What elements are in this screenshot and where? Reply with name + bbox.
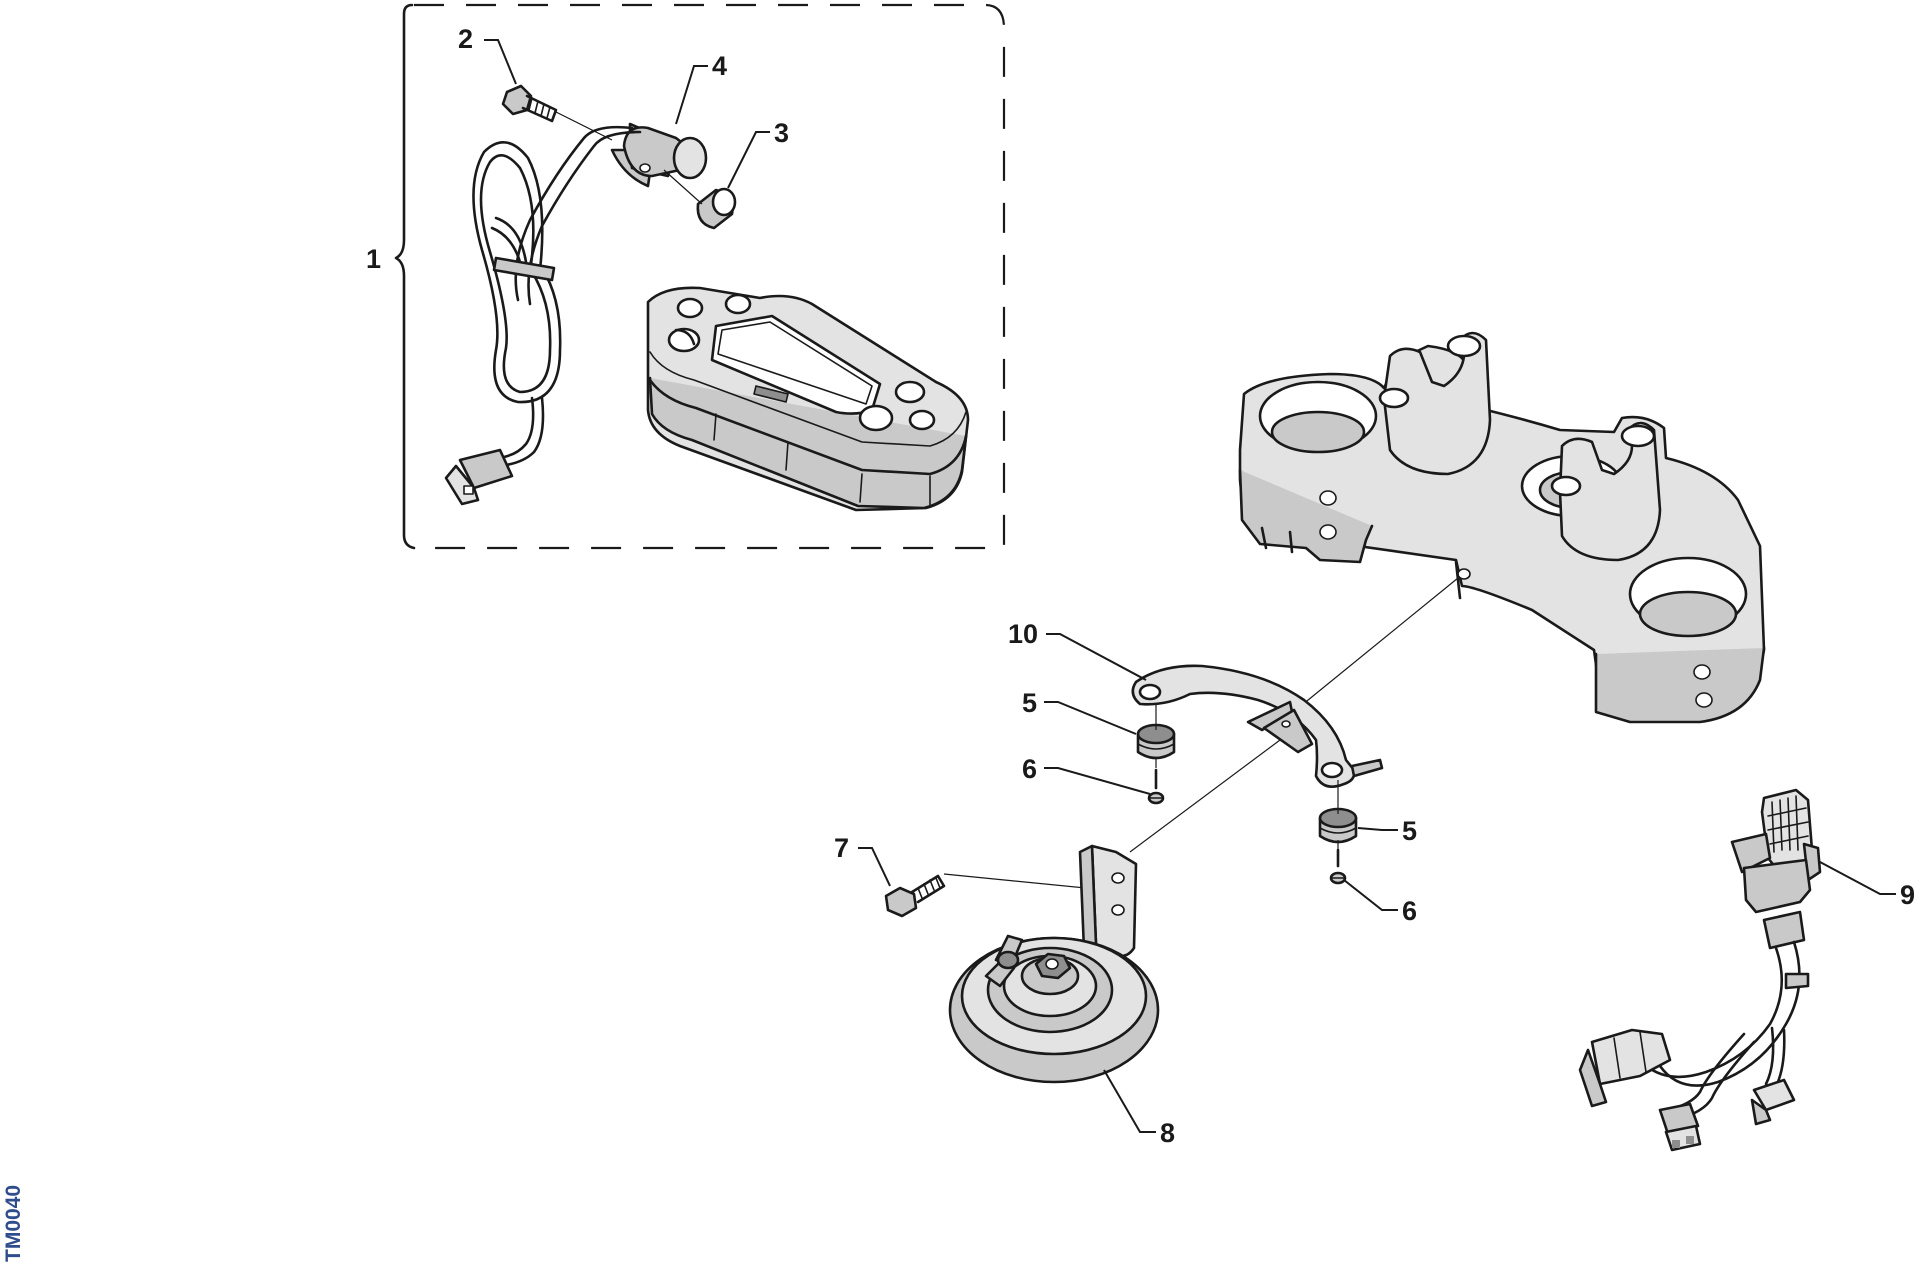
kit-brace [394, 3, 416, 550]
callout-6-left: 6 [1022, 754, 1037, 784]
part-2-screw [501, 84, 558, 123]
callout-leaders [484, 39, 1896, 1133]
part-3-spacer [696, 187, 737, 230]
part-9-wiring-harness [1578, 788, 1822, 1152]
top-yoke [1238, 331, 1766, 724]
kit-1-cable-loop [444, 141, 562, 506]
instrument-cluster [646, 286, 970, 512]
part-6-screw-right [1329, 848, 1347, 885]
callout-4: 4 [712, 51, 727, 81]
kit-1-group [394, 3, 1006, 550]
callout-8: 8 [1160, 1118, 1175, 1148]
part-5-grommet-right [1318, 807, 1358, 844]
callout-labels: 1 2 4 3 10 5 6 5 6 7 8 9 [366, 24, 1915, 1148]
part-5-grommet-left [1136, 723, 1176, 760]
callout-2: 2 [458, 24, 473, 54]
drawing-code: TM0040 [2, 1185, 25, 1262]
callout-5-right: 5 [1402, 816, 1417, 846]
part-8-horn [948, 844, 1160, 1084]
callout-6-right: 6 [1402, 896, 1417, 926]
part-7-bolt [884, 874, 946, 918]
kit-dashed-boundary [414, 3, 1006, 550]
part-10-bracket [1131, 664, 1384, 788]
part-4-speed-sensor [514, 122, 708, 306]
callout-1: 1 [366, 244, 381, 274]
callout-7: 7 [834, 833, 849, 863]
callout-5-left: 5 [1022, 688, 1037, 718]
callout-9: 9 [1900, 880, 1915, 910]
callout-3: 3 [774, 118, 789, 148]
callout-10: 10 [1008, 619, 1038, 649]
part-6-screw-left [1147, 768, 1165, 805]
